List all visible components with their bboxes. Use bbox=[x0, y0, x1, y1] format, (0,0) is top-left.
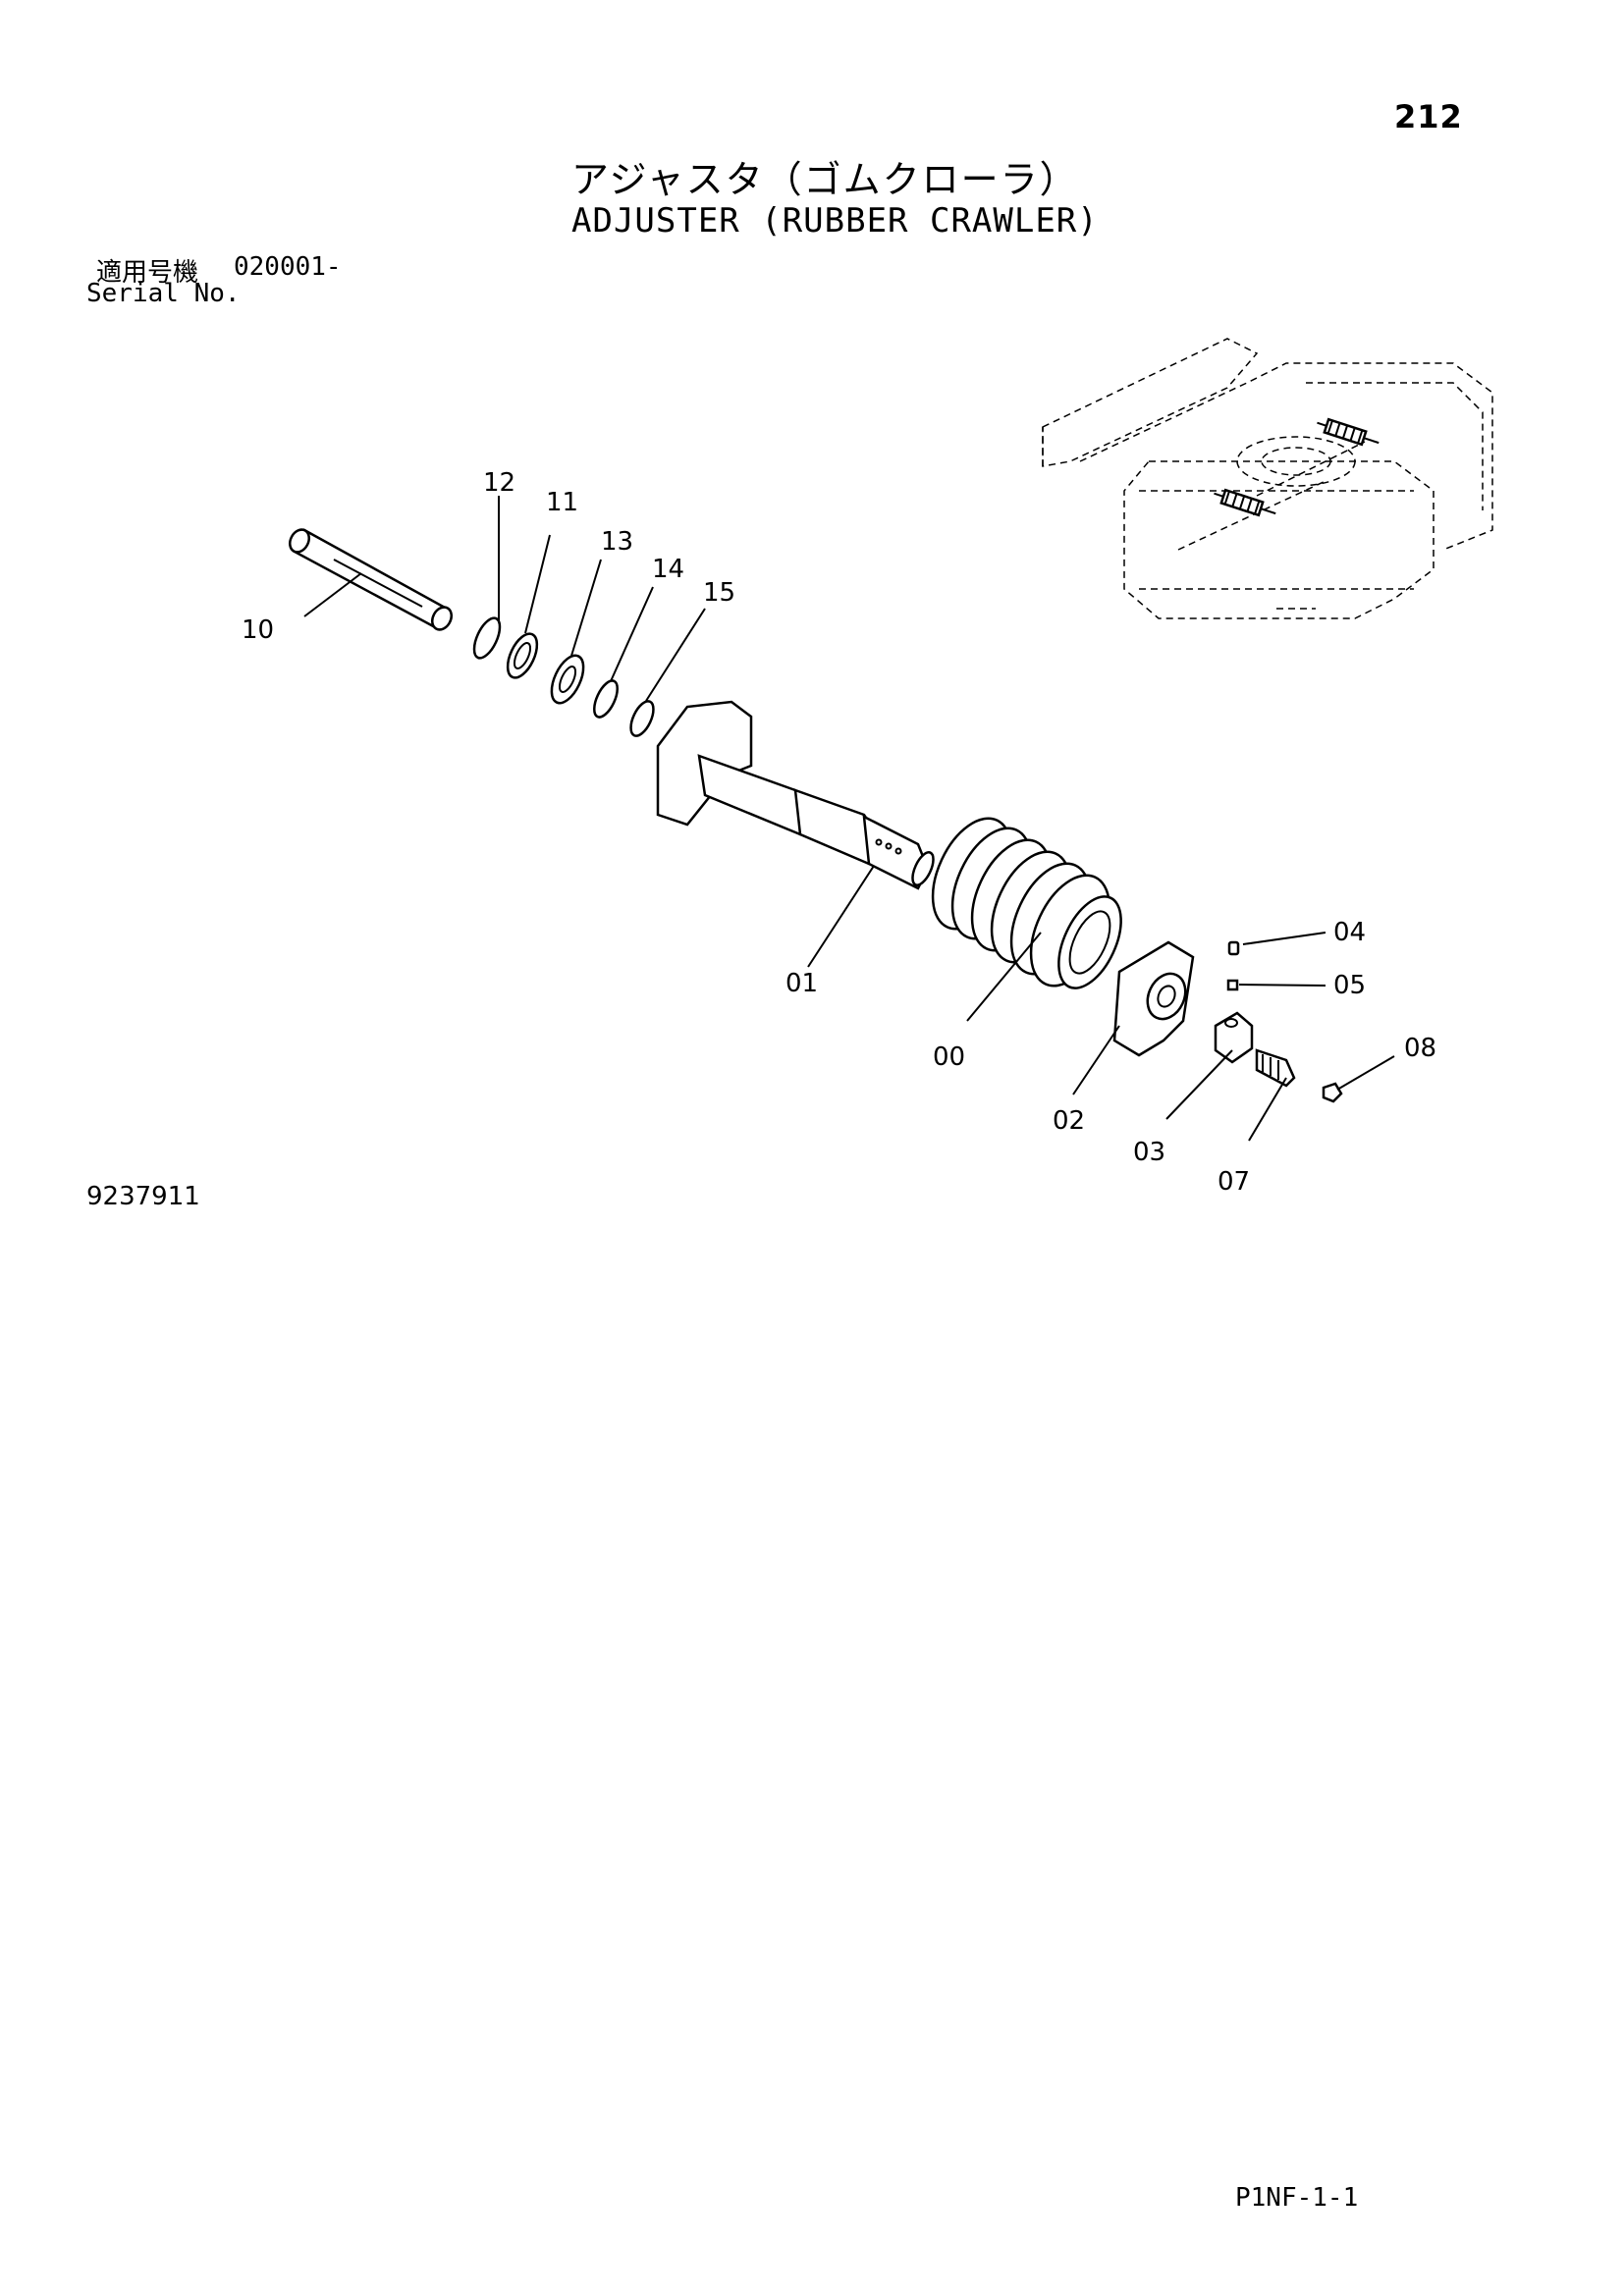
leader-line-03 bbox=[1165, 1049, 1233, 1120]
callout-05: 05 bbox=[1333, 971, 1366, 1000]
callout-10: 10 bbox=[242, 615, 274, 645]
part-adjuster-rod bbox=[656, 700, 935, 890]
callout-02: 02 bbox=[1053, 1106, 1085, 1136]
leader-line-11 bbox=[524, 534, 551, 634]
part-lock-washer bbox=[550, 654, 585, 705]
part-o-ring bbox=[629, 700, 655, 737]
callout-00: 00 bbox=[933, 1042, 965, 1072]
serial-value: 020001- bbox=[234, 252, 342, 282]
callout-11: 11 bbox=[546, 488, 578, 517]
part-plate bbox=[1112, 940, 1195, 1057]
callout-12: 12 bbox=[483, 468, 515, 498]
callout-08: 08 bbox=[1404, 1034, 1436, 1063]
part-valve bbox=[1255, 1048, 1296, 1088]
leader-line-02 bbox=[1072, 1025, 1120, 1095]
drawing-number: 9237911 bbox=[86, 1182, 200, 1211]
leader-line-00 bbox=[966, 932, 1042, 1022]
callout-07: 07 bbox=[1218, 1167, 1250, 1197]
leader-line-15 bbox=[645, 608, 706, 702]
machine-overview bbox=[1042, 338, 1493, 619]
callout-14: 14 bbox=[652, 555, 684, 584]
callout-13: 13 bbox=[601, 527, 633, 557]
serial-label-japanese: 適用号機 bbox=[96, 258, 199, 288]
serial-label-english: Serial No. bbox=[86, 279, 241, 308]
part-recoil-spring bbox=[931, 817, 1122, 989]
leader-line-05 bbox=[1238, 984, 1326, 987]
title-japanese: アジャスタ（ゴムクローラ） bbox=[571, 158, 1079, 201]
part-grease-fitting-cap bbox=[1227, 940, 1240, 956]
page-number: 212 bbox=[1394, 98, 1463, 135]
title-english: ADJUSTER (RUBBER CRAWLER) bbox=[571, 201, 1099, 240]
part-shim bbox=[593, 679, 619, 719]
leader-line-04 bbox=[1242, 932, 1326, 945]
callout-04: 04 bbox=[1333, 918, 1366, 947]
part-snap-ring bbox=[472, 616, 502, 660]
part-grease-fitting bbox=[1322, 1082, 1343, 1103]
leader-line-08 bbox=[1336, 1055, 1395, 1091]
leader-line-13 bbox=[570, 559, 602, 657]
part-nut bbox=[506, 632, 539, 679]
page-code: P1NF-1-1 bbox=[1235, 2183, 1359, 2213]
part-washer-small bbox=[1226, 979, 1239, 991]
leader-line-14 bbox=[610, 586, 654, 682]
part-pin bbox=[289, 528, 453, 631]
leader-line-10 bbox=[303, 572, 362, 617]
callout-15: 15 bbox=[703, 578, 735, 608]
leader-line-07 bbox=[1248, 1077, 1287, 1142]
callout-03: 03 bbox=[1133, 1138, 1165, 1167]
part-cylinder bbox=[1214, 1011, 1254, 1064]
callout-01: 01 bbox=[785, 969, 818, 998]
leader-line-01 bbox=[807, 865, 875, 968]
